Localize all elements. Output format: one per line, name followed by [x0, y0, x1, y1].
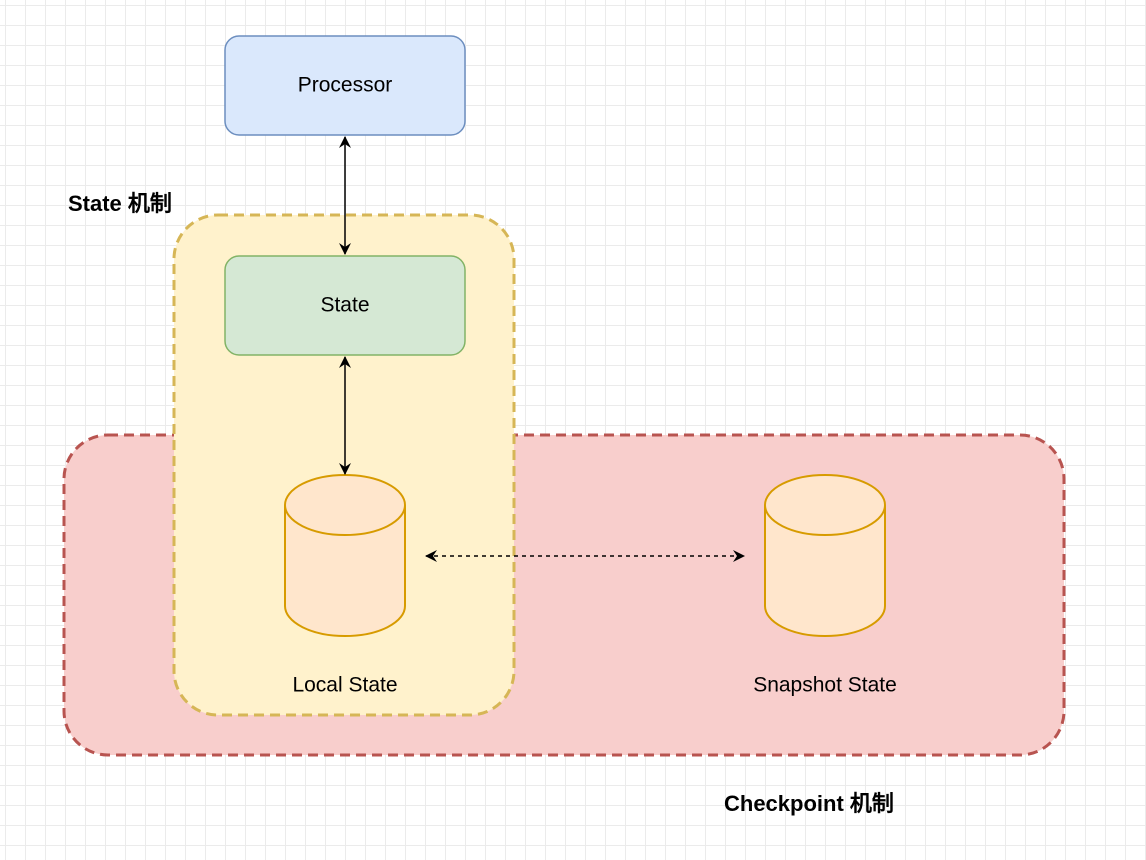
checkpoint-mechanism-title: Checkpoint 机制: [724, 791, 894, 816]
state-node[interactable]: [224, 255, 466, 356]
snapshot-state-label: Snapshot State: [753, 674, 897, 697]
state-label: State: [320, 294, 369, 317]
local-state-cylinder[interactable]: [284, 474, 406, 637]
processor-node[interactable]: [224, 35, 466, 136]
snapshot-state-cylinder[interactable]: [764, 474, 886, 637]
local-state-label: Local State: [292, 674, 397, 697]
state-mechanism-title: State 机制: [68, 191, 172, 216]
processor-label: Processor: [298, 74, 393, 97]
